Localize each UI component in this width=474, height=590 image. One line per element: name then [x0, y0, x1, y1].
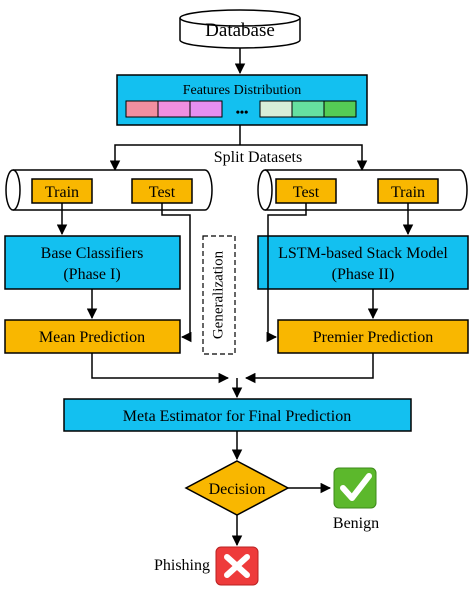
benign-label: Benign — [333, 515, 379, 532]
meta-estimator-box: Meta Estimator for Final Prediction — [63, 398, 412, 432]
split-connectors — [109, 125, 368, 172]
branch-arrows — [56, 203, 414, 343]
base-classifiers-label: Base Classifiers — [41, 245, 144, 262]
check-icon — [333, 467, 377, 509]
left-feature-block — [189, 100, 223, 118]
left-test-box: Test — [131, 178, 193, 204]
mean-prediction-label: Mean Prediction — [39, 329, 145, 346]
base-classifiers-phase: (Phase I) — [63, 266, 120, 283]
features-title: Features Distribution — [183, 83, 302, 98]
lstm-model-label: LSTM-based Stack Model — [278, 245, 448, 262]
right-train-label: Train — [391, 184, 425, 201]
right-feature-block — [323, 100, 357, 118]
left-train-box: Train — [31, 178, 93, 204]
left-train-label: Train — [45, 184, 79, 201]
lstm-model-phase: (Phase II) — [332, 266, 395, 283]
meta-estimator-label: Meta Estimator for Final Prediction — [123, 408, 351, 425]
right-feature-block — [259, 100, 293, 118]
feature-blocks-left — [125, 100, 223, 118]
premier-prediction-label: Premier Prediction — [313, 329, 433, 346]
feature-blocks-right — [259, 100, 357, 118]
database-node: Database — [179, 9, 301, 49]
right-feature-block — [291, 100, 325, 118]
mean-prediction-box: Mean Prediction — [4, 319, 181, 354]
left-feature-block — [125, 100, 159, 118]
database-label: Database — [205, 20, 275, 41]
left-feature-block — [157, 100, 191, 118]
decision-label: Decision — [209, 481, 266, 498]
decision-diamond: Decision — [184, 460, 290, 516]
base-classifiers-box: Base Classifiers (Phase I) — [4, 235, 181, 290]
features-distribution-box: Features Distribution ••• — [116, 74, 368, 126]
lstm-stack-model-box: LSTM-based Stack Model (Phase II) — [257, 235, 469, 290]
phishing-label: Phishing — [154, 557, 210, 574]
left-test-label: Test — [149, 184, 176, 201]
cross-icon — [215, 546, 259, 586]
merge-connectors — [91, 353, 374, 399]
split-datasets-label: Split Datasets — [214, 149, 302, 166]
generalization-label: Generalization — [210, 250, 226, 339]
feature-ellipsis: ••• — [236, 105, 249, 119]
right-train-box: Train — [377, 178, 439, 204]
premier-prediction-box: Premier Prediction — [277, 319, 469, 354]
right-test-box: Test — [275, 178, 337, 204]
right-test-label: Test — [293, 184, 320, 201]
generalization-box: Generalization — [202, 235, 236, 355]
